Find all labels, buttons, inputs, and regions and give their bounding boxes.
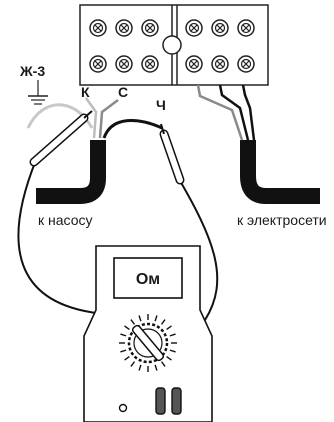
terminal-block xyxy=(79,4,269,86)
probe-jack-right[interactable] xyxy=(171,387,182,415)
wire-label-ch: Ч xyxy=(156,97,166,113)
mains-wire-black-2 xyxy=(241,84,256,141)
terminal-screw-icon xyxy=(89,19,107,37)
knob-tick xyxy=(154,315,158,322)
pump-wire-s xyxy=(98,99,119,139)
terminal-screw-icon xyxy=(237,19,255,37)
ground-symbol-icon xyxy=(28,80,48,105)
terminal-screw-icon xyxy=(115,19,133,37)
mains-wire-gray xyxy=(196,84,244,141)
terminal-screw-icon xyxy=(115,55,133,73)
knob-tick xyxy=(160,319,166,325)
wire-label-k: К xyxy=(81,84,90,100)
terminal-screw-icon xyxy=(141,55,159,73)
multimeter-display-value: Ом xyxy=(136,271,160,288)
knob-tick xyxy=(124,355,130,361)
terminal-screw-icon xyxy=(211,19,229,37)
terminal-screw-icon xyxy=(141,19,159,37)
multimeter: Ом xyxy=(83,245,213,422)
knob-tick xyxy=(120,333,127,337)
terminal-screw-icon xyxy=(89,55,107,73)
terminal-block-center-hole xyxy=(162,35,182,55)
knob-tick xyxy=(160,361,166,367)
terminal-screw-icon xyxy=(211,55,229,73)
probe-jack-left[interactable] xyxy=(155,387,166,415)
rotary-selector-icon[interactable] xyxy=(119,314,177,372)
caption-to-pump: к насосу xyxy=(38,212,92,228)
terminal-screw-icon xyxy=(237,55,255,73)
multimeter-screen xyxy=(113,257,183,299)
knob-tick xyxy=(166,325,172,331)
terminal-screw-icon xyxy=(185,55,203,73)
multimeter-com-jack[interactable] xyxy=(118,403,128,413)
knob-tick xyxy=(166,355,172,361)
knob-tick xyxy=(120,349,127,353)
mains-cable xyxy=(240,140,320,204)
knob-tick xyxy=(169,349,176,353)
terminal-screw-icon xyxy=(185,19,203,37)
knob-tick xyxy=(138,364,142,371)
ground-wire-label: Ж-3 xyxy=(19,63,45,79)
pump-wire-ch xyxy=(102,118,163,139)
pump-wire-k xyxy=(84,97,98,139)
knob-tick xyxy=(138,315,142,322)
test-probe-left xyxy=(29,110,93,167)
knob-tick xyxy=(154,364,158,371)
caption-to-mains: к электросети xyxy=(237,212,327,228)
mains-wire-black-1 xyxy=(218,84,250,141)
wire-label-s: С xyxy=(118,84,128,100)
test-probe-right xyxy=(159,123,185,185)
knob-tick xyxy=(130,319,136,325)
knob-tick xyxy=(130,361,136,367)
knob-tick xyxy=(124,325,130,331)
pump-cable xyxy=(36,140,106,204)
knob-tick xyxy=(169,333,176,337)
